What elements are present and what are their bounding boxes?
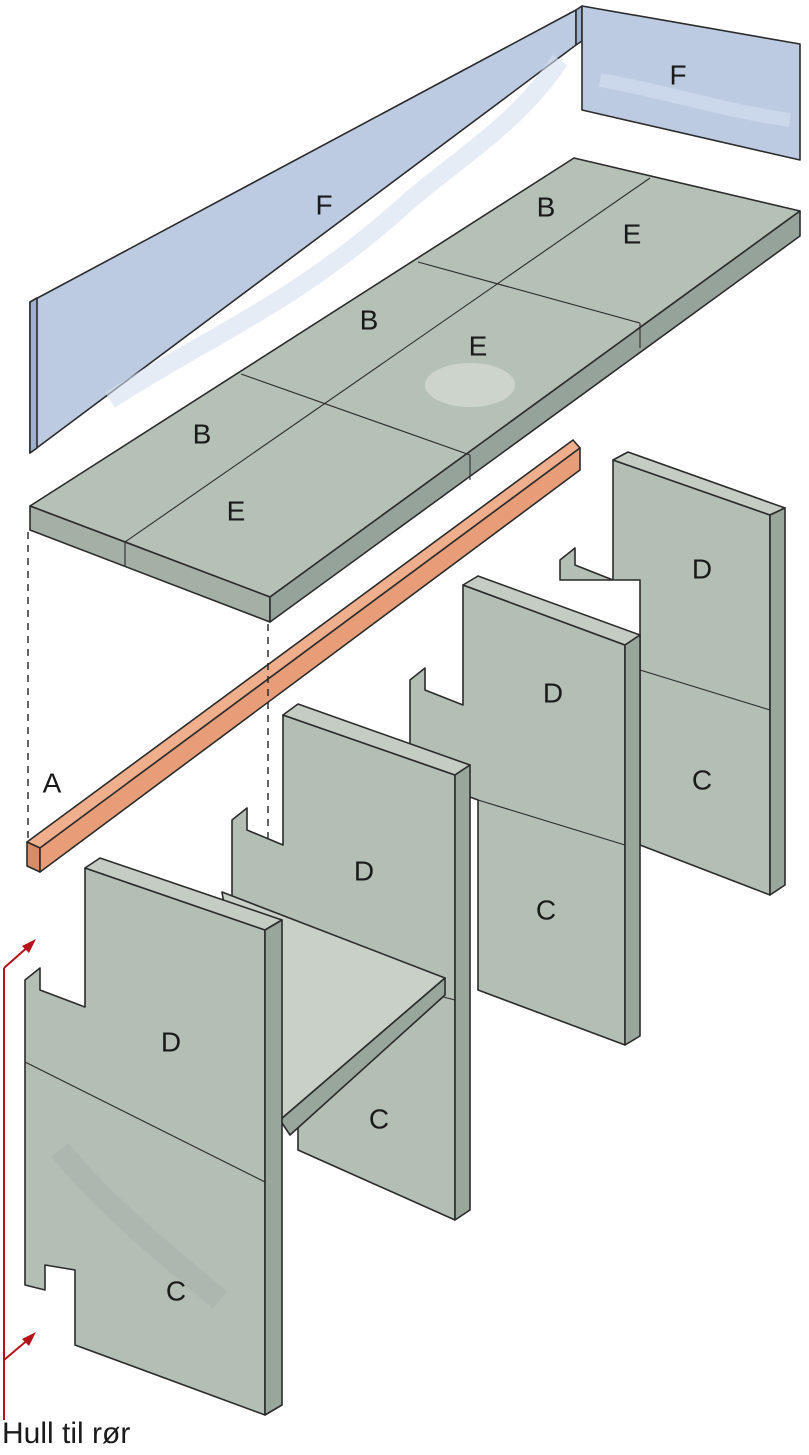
label-d-rear-right: D <box>692 553 712 584</box>
label-e-1: E <box>623 218 642 249</box>
support-mid-right <box>409 575 641 1046</box>
label-e-2: E <box>469 330 488 361</box>
support-front <box>24 857 283 1416</box>
label-c-front: C <box>166 1275 186 1306</box>
panel-f-back <box>29 5 583 454</box>
pipe-hole-arrows <box>3 939 36 1420</box>
label-f-back: F <box>315 189 332 220</box>
caption-pipe-hole: Hull til rør <box>2 1417 130 1450</box>
label-b-3: B <box>193 418 212 449</box>
label-f-side: F <box>669 59 686 90</box>
top-slab <box>29 157 801 623</box>
label-b-2: B <box>360 304 379 335</box>
batten-a <box>26 439 581 873</box>
label-b-1: B <box>537 191 556 222</box>
support-rear-right <box>559 451 786 896</box>
label-a: A <box>43 767 62 798</box>
label-d-front: D <box>161 1026 181 1057</box>
label-c-middle: C <box>369 1103 389 1134</box>
panel-f-side <box>581 5 801 161</box>
label-c-rear-right: C <box>692 764 712 795</box>
label-d-middle: D <box>354 855 374 886</box>
arrowhead-lower-icon <box>22 1332 36 1346</box>
label-d-mid-right: D <box>543 677 563 708</box>
label-c-mid-right: C <box>536 894 556 925</box>
arrowhead-upper-icon <box>22 939 36 953</box>
label-e-3: E <box>227 495 246 526</box>
